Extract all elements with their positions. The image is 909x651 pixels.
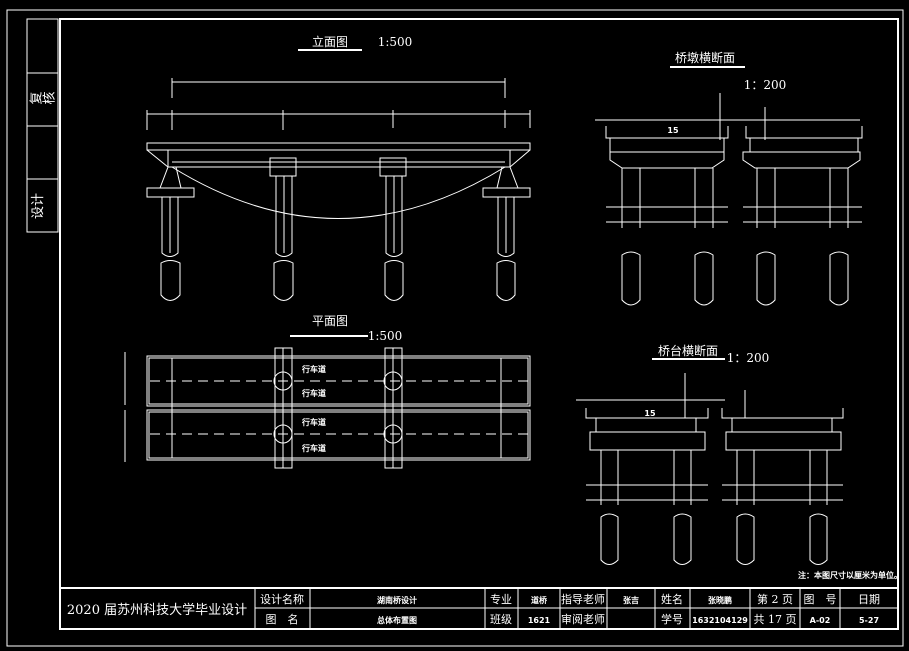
pier-dim: 15 [667,126,679,135]
class: 1621 [528,616,551,625]
review-label: 复核 [29,92,55,108]
reviewer-label: 审阅老师 [561,612,605,626]
lane-label: 行车道 [301,417,326,427]
abutment-section-view: 桥台横断面 1：200 15 注：本图尺寸以厘米为单位。 [576,343,902,580]
title-block: 2020 届苏州科技大学毕业设计 设计名称 图 名 湖南桥设计 总体布置图 专业… [60,587,898,629]
advisor: 张吉 [623,595,639,605]
elevation-title: 立面图 [312,34,348,49]
student-name: 张晓鹏 [708,595,732,605]
design-label: 设计 [31,193,46,219]
drawing-name: 总体布置图 [377,615,417,625]
design-name: 湖南桥设计 [377,595,417,605]
outer-border [6,9,904,647]
class-label: 班级 [490,613,512,626]
lane-label: 行车道 [301,443,326,453]
elevation-scale: 1:500 [378,35,413,49]
name-label: 姓名 [661,592,683,606]
major: 道桥 [531,595,548,605]
student-id: 1632104129 [692,616,748,625]
drawing-name-label: 图 名 [266,612,299,626]
abutment-section-scale: 1：200 [727,351,770,365]
date-label: 日期 [858,593,880,606]
plan-title: 平面图 [312,314,348,328]
design-name-label: 设计名称 [260,592,304,606]
drawing-no: A-02 [810,616,831,625]
pier-section-scale: 1：200 [744,78,787,92]
abutment-dim: 15 [644,409,656,418]
side-strip: 复核 设计 [26,18,59,233]
advisor-label: 指导老师 [561,592,605,606]
date: 5-27 [859,616,879,625]
plan-view: 平面图 1:500 行车道 行车道 行车道 行车道 [124,314,531,469]
page-number: 第 2 页 [757,592,793,606]
id-label: 学号 [661,612,683,626]
pier-section-view: 桥墩横断面 1：200 15 [595,50,863,306]
drawing-no-label: 图 号 [804,593,837,606]
elevation-view: 立面图 1:500 [146,34,531,301]
inner-frame [59,18,899,630]
abutment-section-title: 桥台横断面 [658,343,718,358]
units-note: 注：本图尺寸以厘米为单位。 [798,570,902,580]
page-total: 共 17 页 [754,613,797,626]
lane-label: 行车道 [301,364,326,374]
plan-scale: 1:500 [368,329,403,343]
pier-section-title: 桥墩横断面 [675,50,735,65]
school-title: 2020 届苏州科技大学毕业设计 [67,602,247,618]
major-label: 专业 [490,592,512,606]
lane-label: 行车道 [301,388,326,398]
